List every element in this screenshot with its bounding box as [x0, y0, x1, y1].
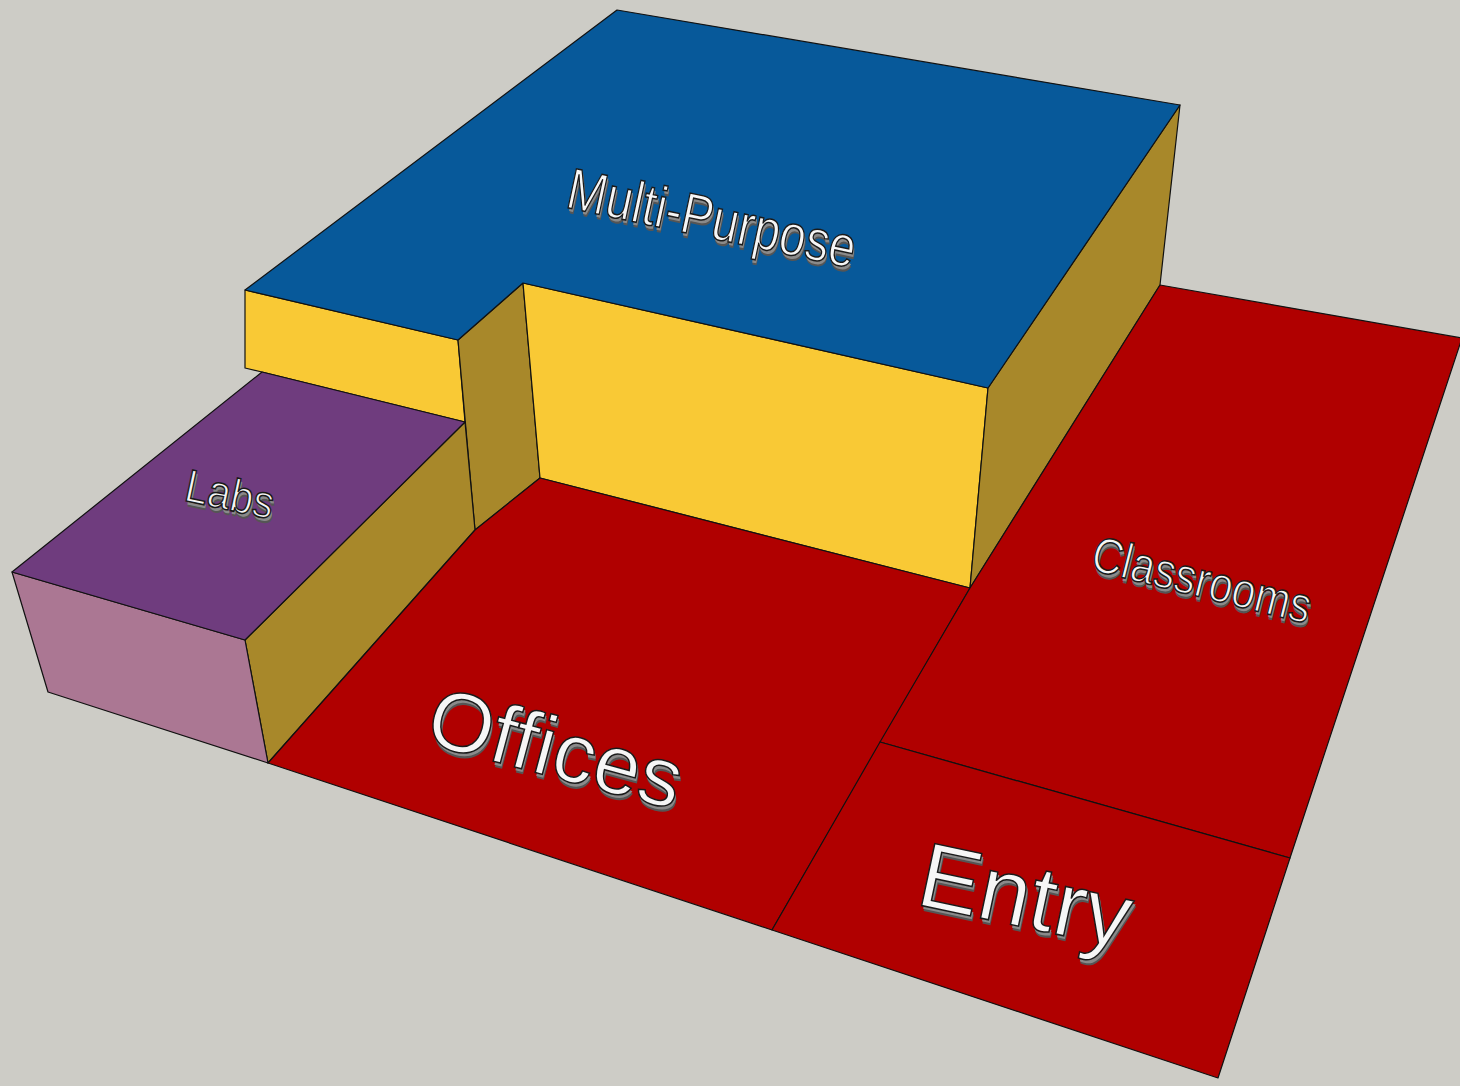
block-top-face: [772, 742, 1290, 1078]
block-top-face: [245, 10, 1180, 388]
massing-block: Multi-Purpose: [245, 10, 1180, 388]
massing-block: Labs: [12, 372, 465, 640]
block-top-face: [12, 372, 465, 640]
massing-block: Entry: [772, 742, 1290, 1078]
